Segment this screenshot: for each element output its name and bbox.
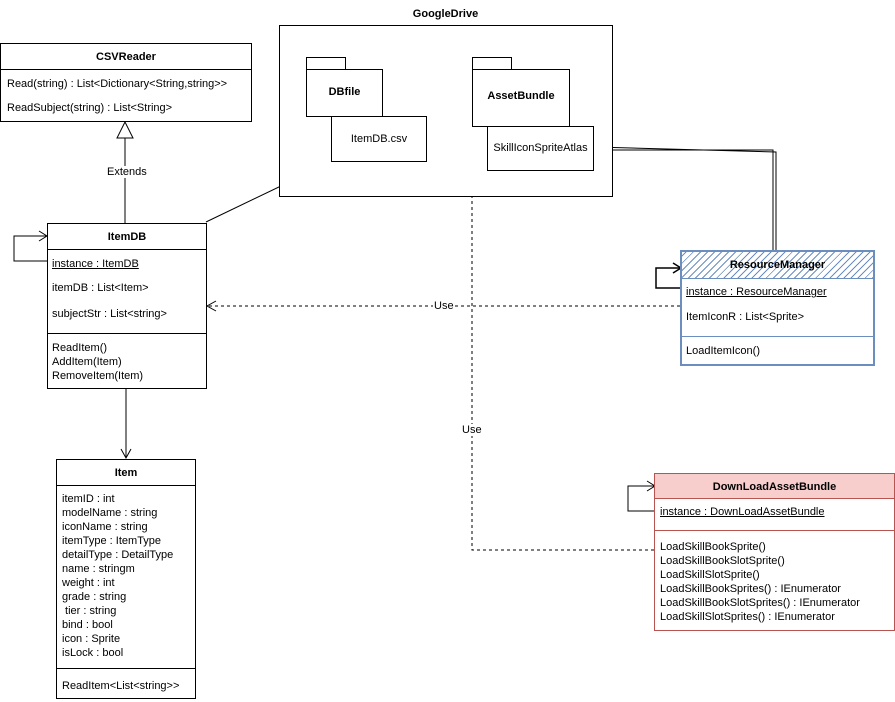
skill-icon-atlas[interactable]: SkillIconSpriteAtlas [487, 126, 594, 171]
itemdb-attribute: itemDB : List<Item> [52, 282, 149, 294]
item-attribute: bind : bool [62, 619, 113, 631]
downloadassetbundle-method: LoadSkillBookSprite() [660, 541, 766, 553]
item-attribute: iconName : string [62, 521, 148, 533]
downloadassetbundle-method: LoadSkillBookSlotSprites() : IEnumerator [660, 597, 860, 609]
downloadassetbundle-method: LoadSkillBookSprites() : IEnumerator [660, 583, 841, 595]
item-method: ReadItem<List<string>> [62, 680, 180, 692]
csvreader-method: ReadSubject(string) : List<String> [7, 102, 173, 114]
use-label: Use [433, 300, 455, 312]
downloadassetbundle-class[interactable]: DownLoadAssetBundle instance : DownLoadA… [654, 473, 895, 631]
dbfile-folder[interactable]: DBfile [306, 69, 383, 117]
resourcemanager-header [682, 252, 873, 278]
dbfile-label: DBfile [328, 86, 361, 98]
item-attribute: grade : string [62, 591, 127, 603]
itemdb-attribute: subjectStr : List<string> [52, 308, 167, 320]
csvreader-method: Read(string) : List<Dictionary<String,st… [7, 78, 228, 90]
item-attribute: itemID : int [62, 493, 115, 505]
downloadassetbundle-title: DownLoadAssetBundle [712, 481, 837, 493]
item-attribute: weight : int [62, 577, 115, 589]
item-attribute: itemType : ItemType [62, 535, 162, 547]
googledrive-title: GoogleDrive [412, 8, 479, 20]
itemdb-csv-file[interactable]: ItemDB.csv [331, 116, 427, 162]
itemdb-csv-label: ItemDB.csv [350, 133, 408, 145]
resourcemanager-title: ResourceManager [729, 259, 826, 271]
download-self-edge [627, 485, 655, 512]
itemdb-method: ReadItem() [52, 342, 108, 354]
use-edge-assetbundle [471, 127, 654, 551]
resourcemanager-method: LoadItemIcon() [686, 345, 760, 357]
item-class[interactable]: Item itemID : int modelName : string ico… [56, 459, 196, 699]
csvreader-class[interactable]: CSVReader Read(string) : List<Dictionary… [0, 43, 252, 122]
itemdb-static-attribute: instance : ItemDB [52, 258, 139, 270]
downloadassetbundle-method: LoadSkillBookSlotSprite() [660, 555, 785, 567]
item-attribute: detailType : DetailType [62, 549, 174, 561]
resourcemanager-static-attribute: instance : ResourceManager [686, 286, 827, 298]
item-attribute: name : stringm [62, 563, 135, 575]
downloadassetbundle-method: LoadSkillSlotSprites() : IEnumerator [660, 611, 835, 623]
csvreader-title: CSVReader [96, 51, 156, 63]
itemdb-method: AddItem(Item) [52, 356, 122, 368]
item-attribute: tier : string [62, 605, 117, 617]
resource-atlas-edge [594, 146, 777, 250]
item-attribute: icon : Sprite [62, 633, 121, 645]
downloadassetbundle-header [655, 474, 894, 498]
resourcemanager-class[interactable]: ResourceManager instance : ResourceManag… [680, 250, 875, 366]
assetbundle-folder[interactable]: AssetBundle [472, 69, 570, 127]
item-attribute: modelName : string [62, 507, 158, 519]
itemdb-class[interactable]: ItemDB instance : ItemDB itemDB : List<I… [47, 223, 207, 389]
downloadassetbundle-static-attribute: instance : DownLoadAssetBundle [660, 506, 825, 518]
resourcemanager-attribute: ItemIconR : List<Sprite> [686, 311, 804, 323]
use-label: Use [461, 424, 483, 436]
item-title: Item [114, 467, 138, 479]
itemdb-self-edge [13, 235, 47, 262]
skill-icon-atlas-label: SkillIconSpriteAtlas [493, 142, 588, 154]
downloadassetbundle-method: LoadSkillSlotSprite() [660, 569, 760, 581]
extends-triangle [116, 120, 134, 139]
extends-label: Extends [106, 166, 148, 178]
itemdb-title: ItemDB [107, 231, 147, 243]
assetbundle-label: AssetBundle [487, 90, 555, 102]
resource-self-edge [655, 267, 681, 289]
itemdb-method: RemoveItem(Item) [52, 370, 144, 382]
item-attribute: isLock : bool [62, 647, 124, 659]
